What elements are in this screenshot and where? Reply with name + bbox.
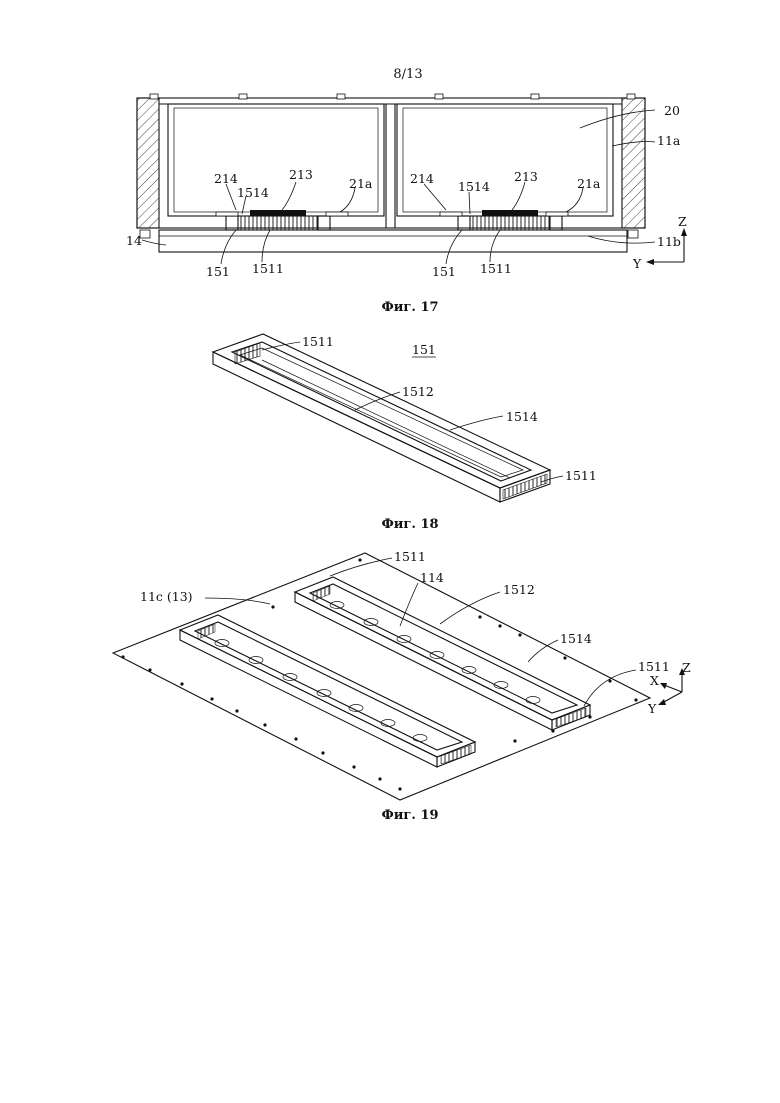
label-1514: 1514 bbox=[506, 409, 538, 424]
label-1511-end: 1511 bbox=[565, 468, 597, 483]
plate-holes bbox=[121, 558, 637, 790]
label-21a-left: 21a bbox=[349, 176, 373, 191]
figure-18: 151 1511 1512 1514 1511 Фиг. 18 bbox=[213, 334, 597, 532]
axis-z-label: Z bbox=[682, 660, 691, 675]
label-151-left: 151 bbox=[206, 264, 230, 279]
label-151-right: 151 bbox=[432, 264, 456, 279]
label-11c-13: 11c (13) bbox=[140, 589, 193, 604]
label-1511-left: 1511 bbox=[252, 261, 284, 276]
label-11b: 11b bbox=[657, 234, 681, 249]
label-1511-end: 1511 bbox=[638, 659, 670, 674]
label-1511-top: 1511 bbox=[302, 334, 334, 349]
figure-17: 20 11a 214 1514 213 21a 214 1514 213 21a… bbox=[126, 94, 687, 315]
label-11a: 11a bbox=[657, 133, 681, 148]
label-1514: 1514 bbox=[560, 631, 592, 646]
figure-19-caption: Фиг. 19 bbox=[381, 808, 438, 823]
page-number: 8/13 bbox=[393, 67, 422, 82]
right-frame-holes bbox=[330, 602, 540, 704]
axis-y-label: Y bbox=[632, 256, 642, 271]
axis-y-label: Y bbox=[647, 701, 657, 716]
axis-z-label: Z bbox=[678, 214, 687, 229]
label-1514-right: 1514 bbox=[458, 179, 490, 194]
figure-17-caption: Фиг. 17 bbox=[381, 300, 438, 315]
label-1514-left: 1514 bbox=[237, 185, 269, 200]
label-214-right: 214 bbox=[410, 171, 434, 186]
figure-19: 1511 114 1512 11c (13) 1514 1511 Z X Y Ф… bbox=[113, 549, 691, 823]
label-1511-right: 1511 bbox=[480, 261, 512, 276]
label-1512: 1512 bbox=[402, 384, 434, 399]
label-213-left: 213 bbox=[289, 167, 313, 182]
figure-18-caption: Фиг. 18 bbox=[381, 517, 438, 532]
label-14: 14 bbox=[126, 233, 142, 248]
label-21a-right: 21a bbox=[577, 176, 601, 191]
label-213-right: 213 bbox=[514, 169, 538, 184]
axis-x-label: X bbox=[650, 673, 659, 688]
label-1512: 1512 bbox=[503, 582, 535, 597]
label-214-left: 214 bbox=[214, 171, 238, 186]
part-151-title: 151 bbox=[412, 342, 436, 357]
left-frame-holes bbox=[215, 640, 427, 742]
label-114: 114 bbox=[420, 570, 444, 585]
label-1511-top: 1511 bbox=[394, 549, 426, 564]
label-20: 20 bbox=[664, 103, 680, 118]
